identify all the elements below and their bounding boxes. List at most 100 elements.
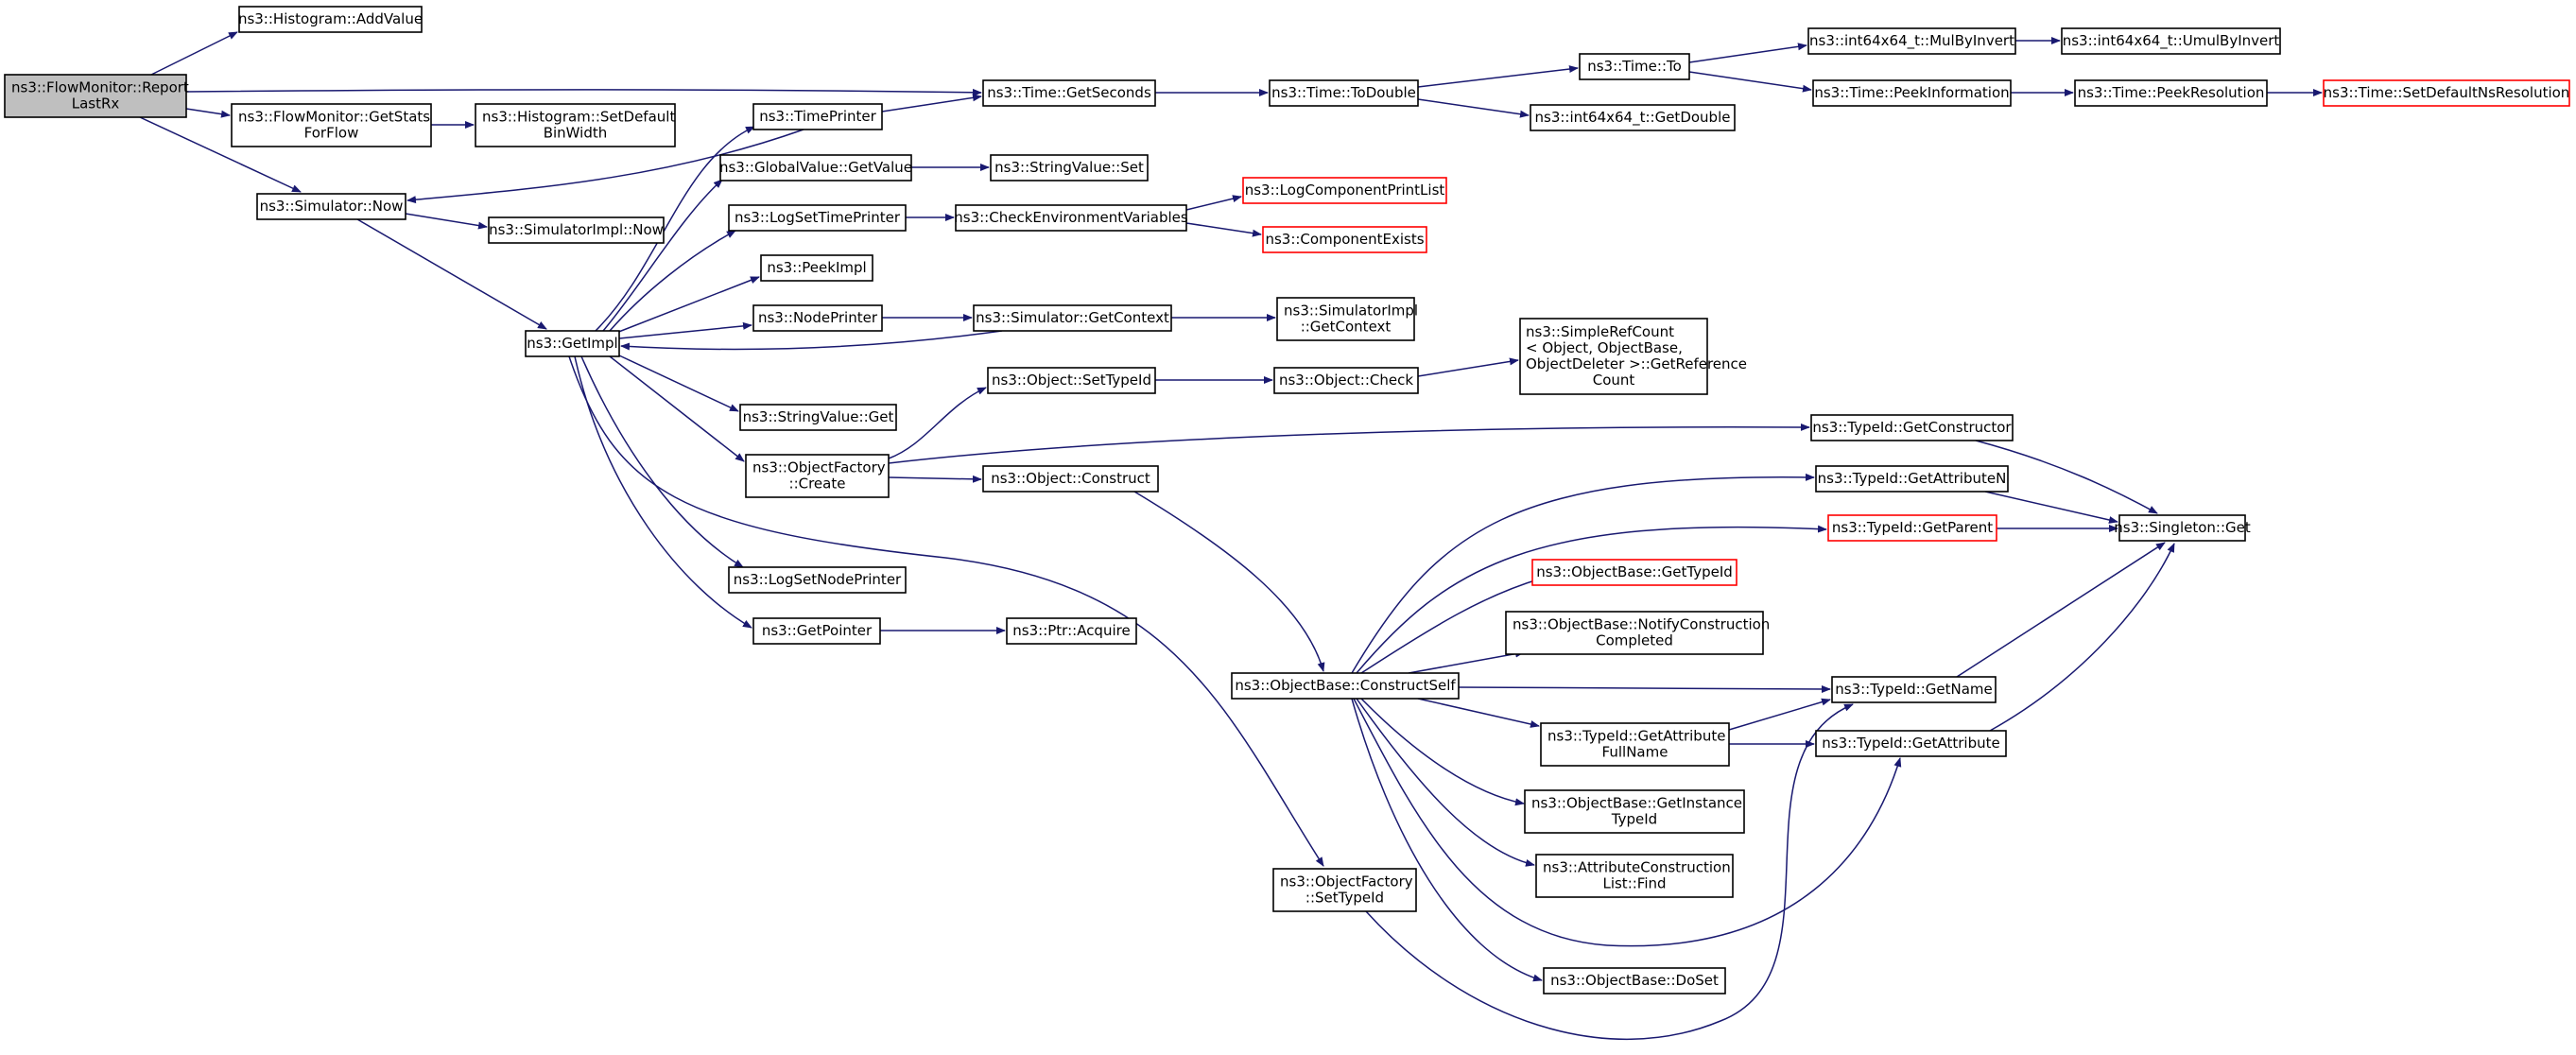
node-label-line: ns3::Time::PeekInformation: [1814, 84, 2009, 101]
node-objectbase_doset[interactable]: ns3::ObjectBase::DoSet: [1543, 967, 1726, 994]
node-typeid_getconstructor[interactable]: ns3::TypeId::GetConstructor: [1810, 414, 2014, 441]
node-getpointer[interactable]: ns3::GetPointer: [752, 617, 881, 645]
node-typeid_getparent[interactable]: ns3::TypeId::GetParent: [1827, 514, 1997, 542]
node-int64x64_umulbyinvert[interactable]: ns3::int64x64_t::UmulByInvert: [2061, 27, 2281, 55]
node-box: [1579, 53, 1690, 80]
node-simulator_now[interactable]: ns3::Simulator::Now: [256, 193, 406, 220]
node-time_setdefaultnsresolution[interactable]: ns3::Time::SetDefaultNsResolution: [2323, 79, 2570, 107]
node-label-line: BinWidth: [544, 125, 608, 142]
node-stringvalue_set[interactable]: ns3::StringValue::Set: [990, 154, 1149, 182]
node-time_getseconds[interactable]: ns3::Time::GetSeconds: [982, 79, 1156, 107]
node-timeprinter[interactable]: ns3::TimePrinter: [752, 103, 883, 130]
node-globalvalue_getvalue[interactable]: ns3::GlobalValue::GetValue: [719, 154, 912, 182]
node-simulator_getcontext[interactable]: ns3::Simulator::GetContext: [973, 304, 1172, 332]
node-typeid_getattribute[interactable]: ns3::TypeId::GetAttribute: [1815, 730, 2007, 757]
node-int64x64_getdouble[interactable]: ns3::int64x64_t::GetDouble: [1530, 104, 1736, 131]
node-box: [982, 465, 1159, 493]
node-typeid_getattributen[interactable]: ns3::TypeId::GetAttributeN: [1815, 465, 2009, 493]
node-label-line: ns3::SimpleRefCount: [1526, 323, 1674, 340]
node-int64x64_mulbyinvert[interactable]: ns3::int64x64_t::MulByInvert: [1807, 27, 2016, 55]
edge-time_to-to-int64x64_mulbyinvert: [1688, 43, 1807, 63]
node-label-line: ns3::LogComponentPrintList: [1245, 182, 1445, 199]
edge-objectbase_constructself-to-typeid_getattributefullname: [1417, 698, 1540, 728]
node-time_todouble[interactable]: ns3::Time::ToDouble: [1269, 79, 1419, 107]
edge-time_to-to-time_peekinformation: [1688, 71, 1812, 93]
node-nodeprinter[interactable]: ns3::NodePrinter: [752, 304, 883, 332]
node-box: [1807, 27, 2016, 55]
node-label-line: TypeId: [1611, 811, 1657, 828]
node-componentexists[interactable]: ns3::ComponentExists: [1262, 226, 1427, 253]
node-time_peekinformation[interactable]: ns3::Time::PeekInformation: [1812, 79, 2012, 107]
node-logcomponentprintlist[interactable]: ns3::LogComponentPrintList: [1242, 177, 1447, 204]
node-getimpl[interactable]: ns3::GetImpl: [525, 330, 620, 357]
node-label-line: ns3::TypeId::GetAttribute: [1547, 728, 1725, 745]
node-label-line: ns3::ComponentExists: [1265, 231, 1424, 248]
node-simplerefcount_getreferencecount[interactable]: ns3::SimpleRefCount< Object, ObjectBase,…: [1519, 318, 1747, 395]
node-label-line: ForFlow: [304, 125, 359, 142]
node-box: [1505, 611, 1764, 655]
node-time_to[interactable]: ns3::Time::To: [1579, 53, 1690, 80]
node-simulatorimpl_now[interactable]: ns3::SimulatorImpl::Now: [488, 216, 665, 244]
node-singleton_get[interactable]: ns3::Singleton::Get: [2114, 514, 2251, 542]
node-box: [1262, 226, 1427, 253]
edge-typeid_getattribute-to-singleton_get: [1989, 543, 2175, 732]
node-label-line: ns3::LogSetNodePrinter: [734, 571, 902, 588]
node-objectfactory_settypeid[interactable]: ns3::ObjectFactory::SetTypeId: [1272, 868, 1417, 912]
node-logsettimeprinter[interactable]: ns3::LogSetTimePrinter: [728, 204, 907, 232]
node-layer: ns3::FlowMonitor::ReportLastRxns3::Histo…: [4, 6, 2570, 994]
node-box: [1815, 730, 2007, 757]
edge-timeprinter-to-time_getseconds: [881, 94, 982, 112]
node-objectbase_notifyconstructioncompleted[interactable]: ns3::ObjectBase::NotifyConstructionCompl…: [1505, 611, 1770, 655]
node-objectfactory_create[interactable]: ns3::ObjectFactory::Create: [745, 454, 890, 498]
edge-time_todouble-to-time_to: [1417, 65, 1579, 88]
node-label-line: ns3::Object::Check: [1279, 372, 1413, 389]
node-box: [525, 330, 620, 357]
node-label-line: < Object, ObjectBase,: [1526, 339, 1683, 356]
node-box: [1531, 559, 1738, 586]
edge-objectfactory_create-to-object_construct: [888, 475, 982, 483]
node-label-line: ns3::SimulatorImpl::Now: [489, 221, 664, 238]
node-box: [982, 79, 1156, 107]
node-box: [1272, 868, 1417, 912]
node-label-line: ns3::Time::GetSeconds: [987, 84, 1151, 101]
node-object_construct[interactable]: ns3::Object::Construct: [982, 465, 1159, 493]
node-label-line: ::SetTypeId: [1305, 890, 1384, 907]
node-box: [1524, 789, 1745, 834]
node-label-line: ns3::Singleton::Get: [2114, 519, 2251, 536]
node-typeid_getname[interactable]: ns3::TypeId::GetName: [1831, 676, 1997, 703]
node-box: [238, 6, 423, 33]
edge-flowmonitor_report_lastrx-to-histogram_addvalue: [150, 31, 238, 76]
node-label-line: FullName: [1602, 744, 1668, 761]
node-object_settypeid[interactable]: ns3::Object::SetTypeId: [987, 367, 1156, 394]
node-label-line: ns3::TimePrinter: [759, 108, 876, 125]
node-time_peekresolution[interactable]: ns3::Time::PeekResolution: [2074, 79, 2268, 107]
node-box: [752, 103, 883, 130]
edge-getimpl-to-logsettimeprinter: [609, 230, 736, 332]
node-ptr_acquire[interactable]: ns3::Ptr::Acquire: [1006, 617, 1137, 645]
node-box: [1530, 104, 1736, 131]
node-histogram_addvalue[interactable]: ns3::Histogram::AddValue: [238, 6, 423, 33]
node-objectbase_gettypeid[interactable]: ns3::ObjectBase::GetTypeId: [1531, 559, 1738, 586]
node-peekimpl[interactable]: ns3::PeekImpl: [760, 254, 873, 282]
edge-getimpl-to-stringvalue_get: [618, 355, 739, 412]
edge-getimpl-to-objectfactory_create: [609, 355, 745, 462]
node-label-line: ns3::GlobalValue::GetValue: [719, 159, 912, 176]
node-label-line: ns3::TypeId::GetName: [1835, 681, 1992, 698]
node-logsetnodeprinter[interactable]: ns3::LogSetNodePrinter: [728, 566, 907, 594]
node-checkenvironmentvariables[interactable]: ns3::CheckEnvironmentVariables: [954, 204, 1188, 232]
edge-typeid_getattributefullname-to-typeid_getname: [1728, 698, 1831, 731]
node-box: [1242, 177, 1447, 204]
node-object_check[interactable]: ns3::Object::Check: [1273, 367, 1419, 394]
node-simulatorimpl_getcontext[interactable]: ns3::SimulatorImpl::GetContext: [1276, 297, 1418, 341]
node-box: [488, 216, 665, 244]
node-label-line: ObjectDeleter >::GetReference: [1526, 355, 1747, 372]
node-objectbase_constructself[interactable]: ns3::ObjectBase::ConstructSelf: [1231, 672, 1460, 700]
node-stringvalue_get[interactable]: ns3::StringValue::Get: [739, 404, 897, 431]
node-box: [1519, 318, 1708, 395]
